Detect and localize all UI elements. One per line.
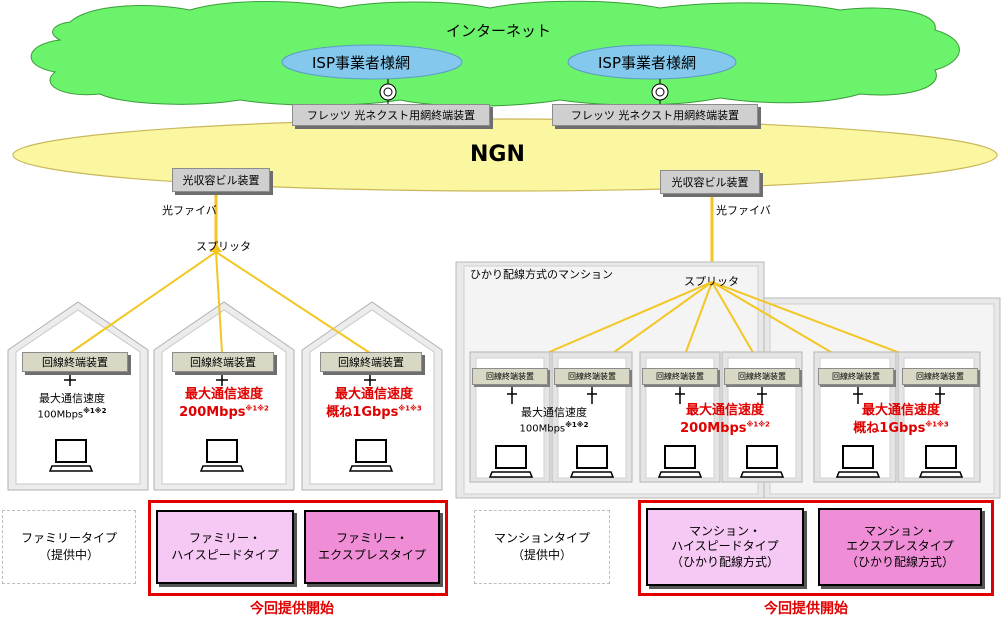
new-service-frame-mansion [638,500,994,596]
flets-device-1: フレッツ 光ネクスト用網終端装置 [292,104,490,126]
isp-network-ellipse-1 [281,44,463,80]
flets-device-2: フレッツ 光ネクスト用網終端装置 [552,104,758,126]
splitter-icon [210,243,222,252]
internet-label: インターネット [446,22,552,40]
new-service-frame-family [148,500,448,596]
mansion-title: ひかり配線方式のマンション [470,268,613,281]
service-family-high-speed: ファミリー・ハイスピードタイプ [156,510,294,584]
service-mansion-high-speed: マンション・ハイスピードタイプ（ひかり配線方式） [646,508,804,586]
pc-icon [348,439,394,472]
speed-label-mansion-2: 最大通信速度 200Mbps※1※2 [680,403,770,436]
pc-icon [569,445,615,478]
router-icon [379,83,397,101]
service-mansion-type: マンションタイプ（提供中） [474,510,610,584]
isp-network-ellipse-2 [567,44,737,80]
fiber-label-1: 光ファイバ [162,204,217,217]
ngn-label: NGN [470,142,525,167]
speed-label-mansion-1: 最大通信速度 100Mbps※1※2 [519,406,589,435]
terminal-device: 回線終端装置 [320,352,422,372]
pc-icon [918,445,964,478]
isp-network-label-1: ISP事業者様網 [312,54,410,72]
speed-label-mansion-3: 最大通信速度 概ね1Gbps※1※3 [853,403,949,436]
building-device-2: 光収容ビル装置 [660,170,760,194]
speed-label-family-1: 最大通信速度 100Mbps※1※2 [37,392,107,421]
terminal-device: 回線終端装置 [724,368,800,385]
pc-icon [657,445,703,478]
router-icon [651,83,669,101]
pc-icon [488,445,534,478]
terminal-device: 回線終端装置 [642,368,718,385]
internet-cloud [30,0,960,107]
service-family-express: ファミリー・エクスプレスタイプ [304,510,440,584]
pc-icon [835,445,881,478]
terminal-device: 回線終端装置 [554,368,630,385]
splitter-label-1: スプリッタ [196,240,251,253]
splitter-label-2: スプリッタ [684,275,739,288]
pc-icon [739,445,785,478]
service-family-type: ファミリータイプ（提供中） [2,510,136,584]
isp-network-label-2: ISP事業者様網 [598,54,696,72]
terminal-device: 回線終端装置 [22,352,128,372]
pc-icon [199,439,245,472]
speed-label-family-2: 最大通信速度 200Mbps※1※2 [179,387,269,420]
terminal-device: 回線終端装置 [172,352,274,372]
building-device-1: 光収容ビル装置 [172,168,270,192]
pc-icon [48,439,94,472]
service-mansion-express: マンション・エクスプレスタイプ（ひかり配線方式） [818,508,982,586]
new-service-label-family: 今回提供開始 [250,601,334,617]
fiber-label-2: 光ファイバ [716,204,771,217]
terminal-device: 回線終端装置 [902,368,978,385]
terminal-device: 回線終端装置 [472,368,548,385]
new-service-label-mansion: 今回提供開始 [764,601,848,617]
speed-label-family-3: 最大通信速度 概ね1Gbps※1※3 [326,387,422,420]
terminal-device: 回線終端装置 [818,368,894,385]
